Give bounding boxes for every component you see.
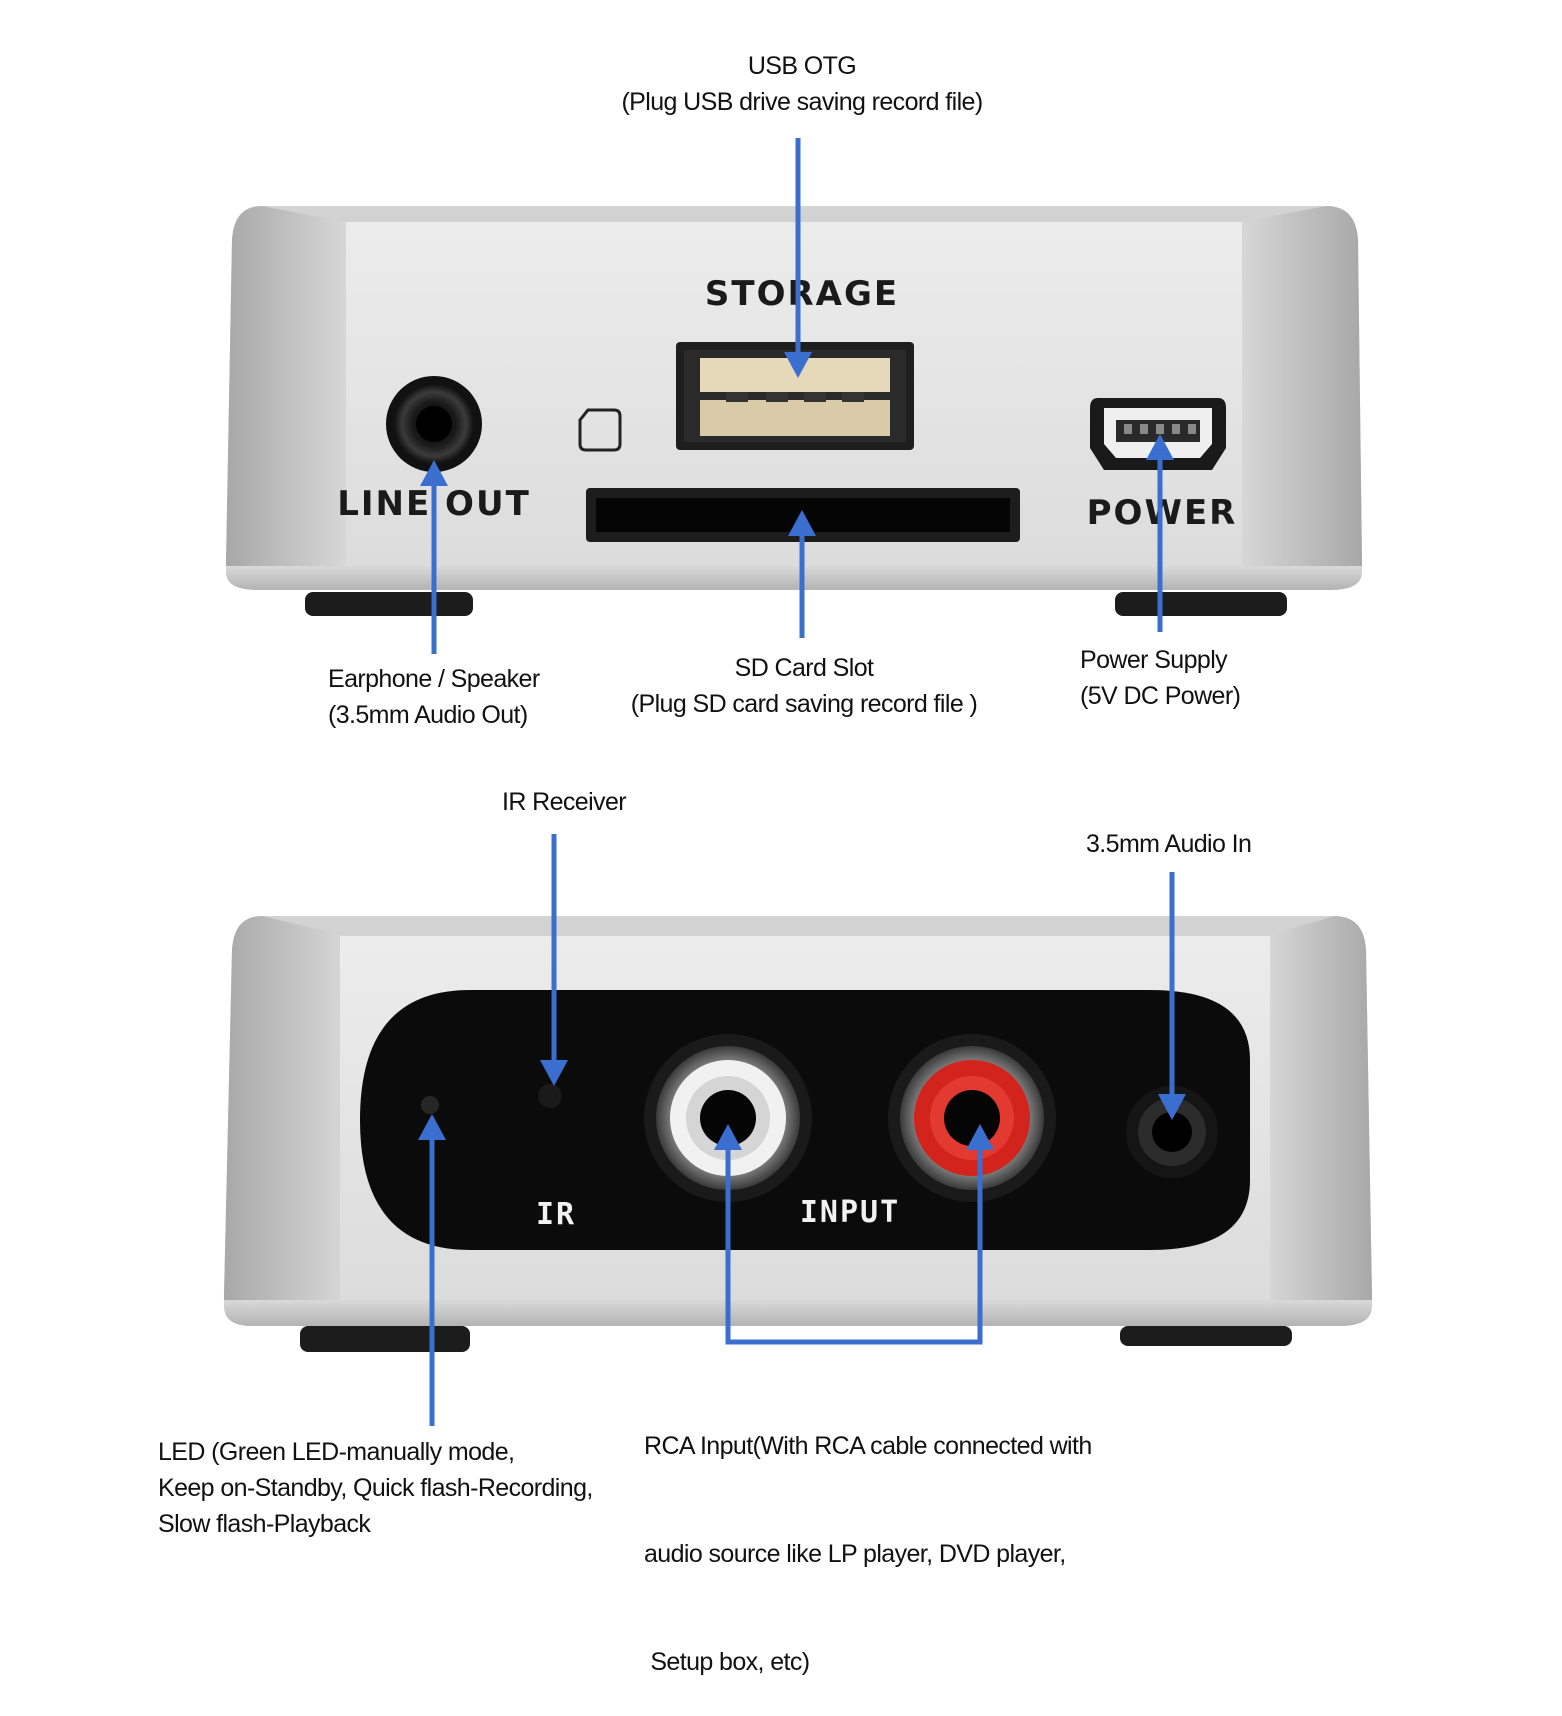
ir-sensor-icon <box>538 1084 562 1108</box>
top-device: STORAGE LINE OUT POWER <box>226 206 1362 616</box>
callout-usb-otg-title: USB OTG <box>747 52 857 80</box>
foot <box>1120 1326 1292 1346</box>
callout-audio-in: 3.5mm Audio In <box>1086 826 1252 862</box>
device-side-left <box>224 916 346 1300</box>
callout-rca-input: RCA Input(With RCA cable connected with … <box>644 1356 1092 1716</box>
device-bottom-lip <box>226 566 1362 590</box>
callout-sd-card: SD Card Slot (Plug SD card saving record… <box>592 650 1016 722</box>
led-indicator-icon <box>421 1096 439 1114</box>
callout-usb-otg-desc: (Plug USB drive saving record file) <box>621 88 983 116</box>
callout-sd-card-title: SD Card Slot <box>734 654 874 682</box>
device-side-right <box>1242 206 1362 566</box>
callout-led-line1: LED (Green LED-manually mode, <box>158 1438 515 1466</box>
callout-audio-in-title: 3.5mm Audio In <box>1086 830 1252 858</box>
callout-sd-card-desc: (Plug SD card saving record file ) <box>630 690 978 718</box>
bottom-device: IR INPUT <box>223 916 1372 1352</box>
callout-led: LED (Green LED-manually mode, Keep on-St… <box>158 1434 593 1542</box>
foot <box>305 592 473 616</box>
callout-rca-input-line3: Setup box, etc) <box>644 1648 810 1676</box>
device-side-right <box>1268 916 1372 1300</box>
rca-jack-icon <box>644 1034 812 1202</box>
callout-earphone-title: Earphone / Speaker <box>328 665 540 693</box>
mini-usb-port-icon <box>1090 398 1226 470</box>
arrow-heads <box>418 352 1186 1150</box>
callout-power-supply-desc: (5V DC Power) <box>1080 682 1241 710</box>
device-bottom-lip <box>224 1300 1372 1326</box>
device-diagram: STORAGE LINE OUT POWER <box>223 138 1372 1426</box>
ir-label: IR <box>536 1197 576 1232</box>
storage-label: STORAGE <box>705 274 899 314</box>
callout-usb-otg: USB OTG (Plug USB drive saving record fi… <box>560 48 1044 120</box>
callout-rca-input-line2: audio source like LP player, DVD player, <box>644 1540 1066 1568</box>
input-label: INPUT <box>800 1195 900 1230</box>
callout-arrows <box>429 138 1175 1426</box>
foot <box>300 1326 470 1352</box>
callout-ir-receiver: IR Receiver <box>502 784 627 820</box>
callout-rca-input-line1: RCA Input(With RCA cable connected with <box>644 1432 1092 1460</box>
rca-jack-icon <box>888 1034 1056 1202</box>
callout-led-line3: Slow flash-Playback <box>158 1510 371 1538</box>
callout-power-supply-title: Power Supply <box>1080 646 1228 674</box>
callout-earphone: Earphone / Speaker (3.5mm Audio Out) <box>328 661 540 733</box>
usb-port-icon <box>676 342 914 450</box>
headphone-jack-icon <box>386 376 482 472</box>
arrow-rca-bracket <box>725 1140 983 1345</box>
callout-ir-receiver-title: IR Receiver <box>502 788 627 816</box>
callout-earphone-desc: (3.5mm Audio Out) <box>328 701 528 729</box>
audio-in-jack-icon <box>1126 1086 1218 1178</box>
device-side-left <box>226 206 346 566</box>
foot <box>1115 592 1287 616</box>
callout-led-line2: Keep on-Standby, Quick flash-Recording, <box>158 1474 593 1502</box>
sd-card-symbol-icon <box>578 408 622 452</box>
callout-power-supply: Power Supply (5V DC Power) <box>1080 642 1241 714</box>
